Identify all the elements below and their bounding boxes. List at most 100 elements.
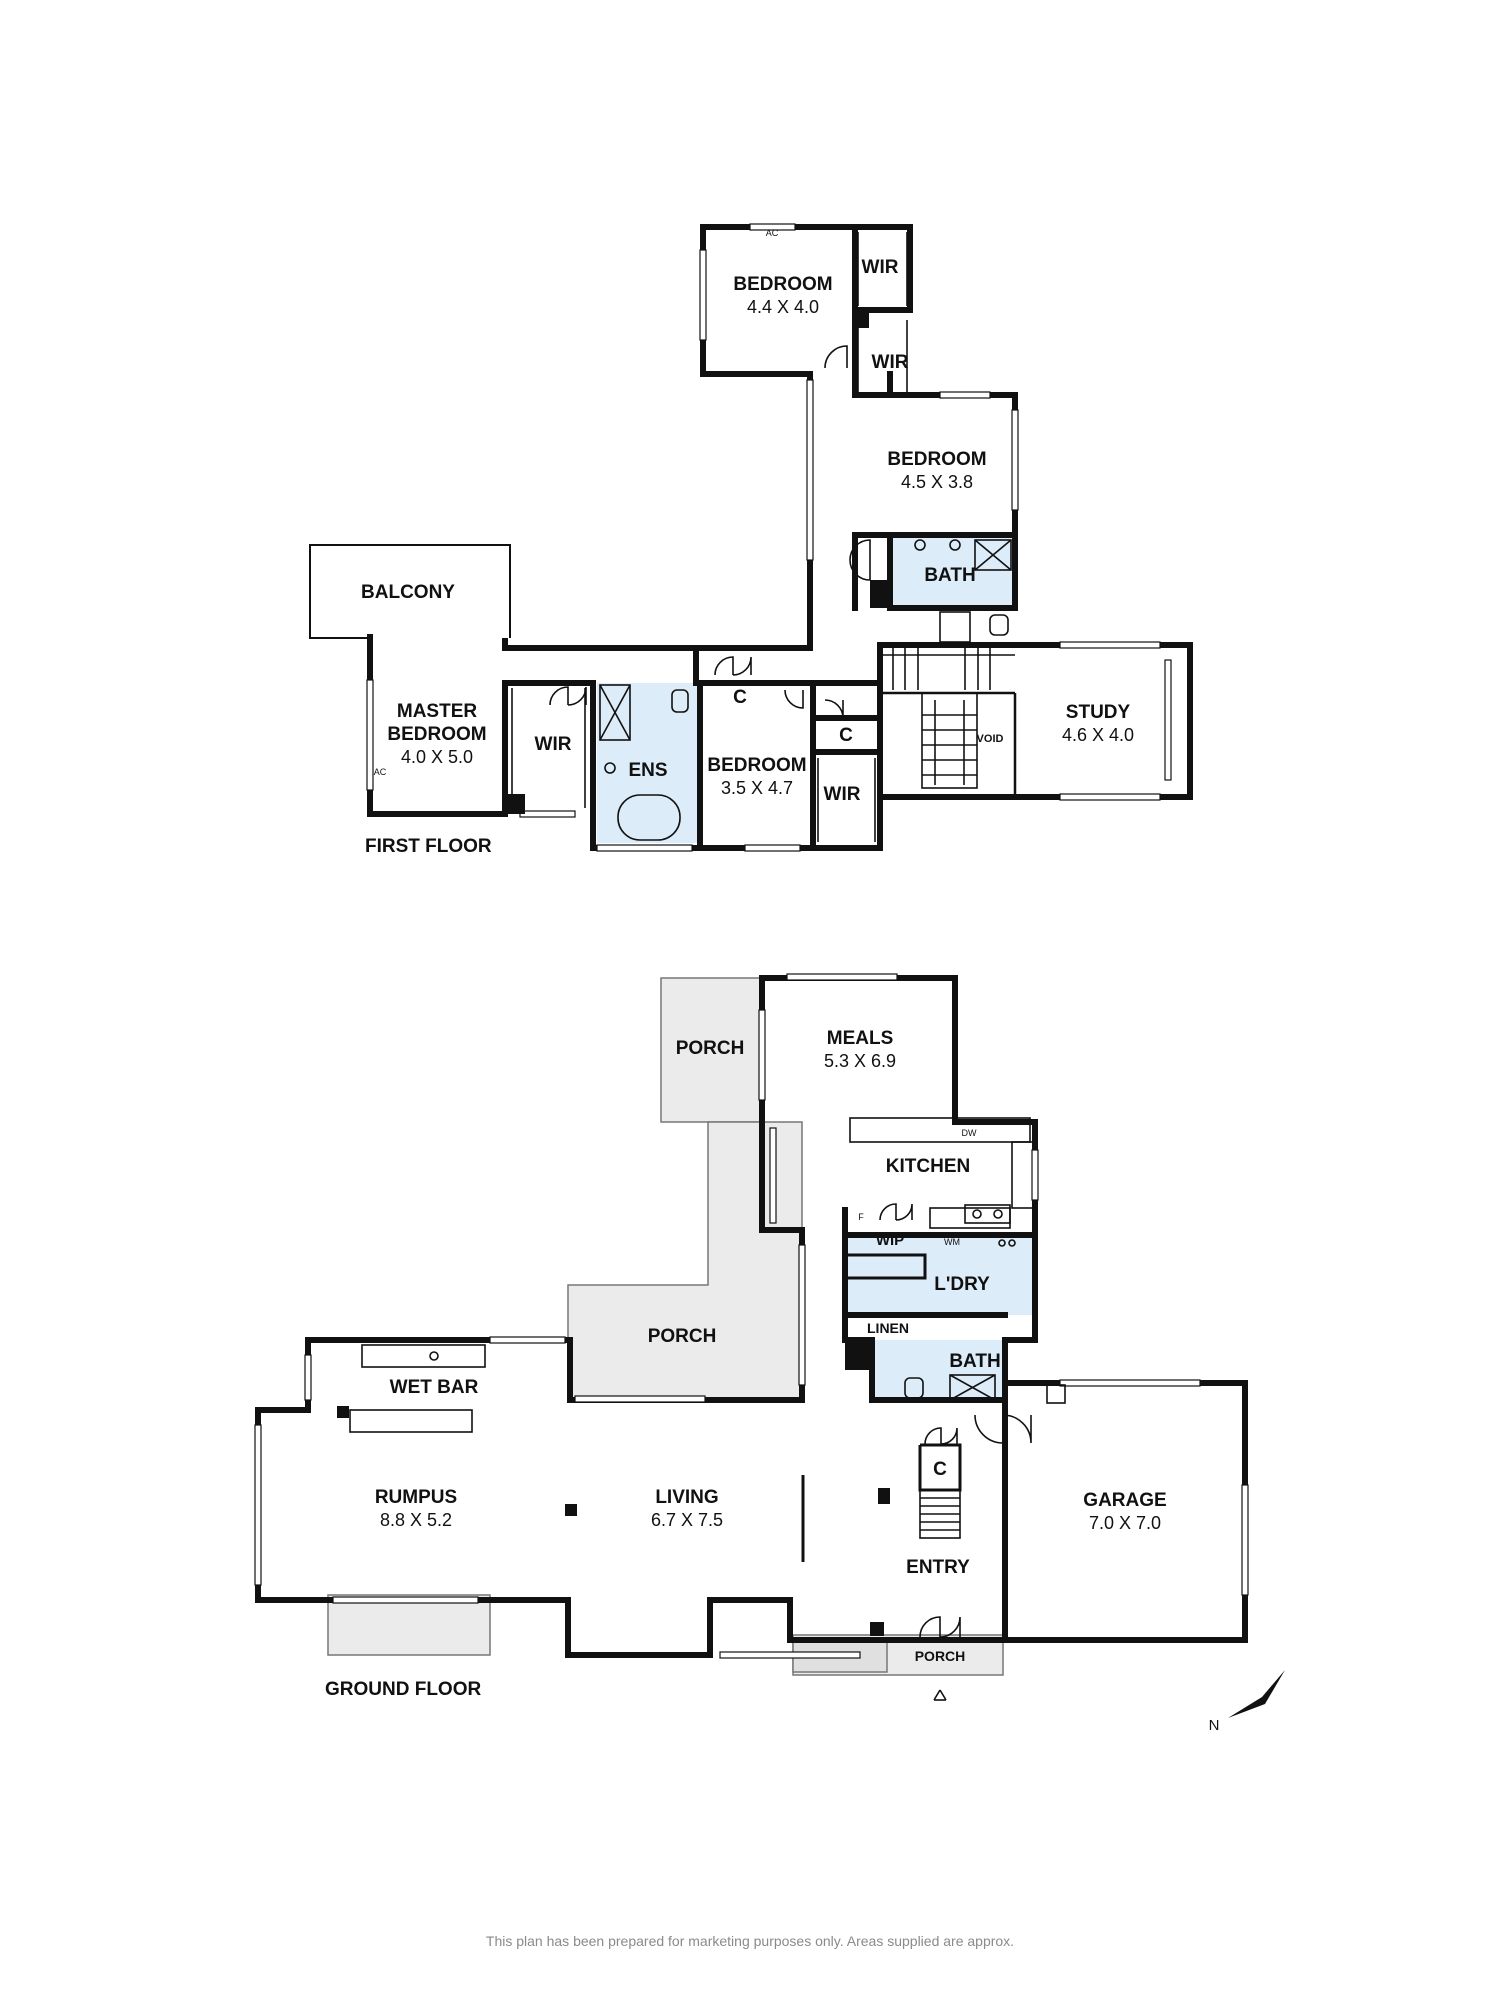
column [857, 310, 869, 328]
first-floor-title: FIRST FLOOR [365, 836, 492, 857]
bath-label: BATH [924, 565, 975, 586]
porch-area [327, 1594, 491, 1656]
wir-label: WIR [535, 734, 572, 755]
window [1059, 641, 1161, 649]
kitchen-label: KITCHEN [886, 1156, 970, 1177]
ground-floor-stairs [919, 1489, 961, 1539]
window [786, 973, 898, 981]
walls-meals [759, 975, 1038, 1223]
window [1241, 1484, 1249, 1596]
living-size: 6.7 X 7.5 [651, 1510, 723, 1530]
column [505, 794, 525, 814]
window [1059, 1379, 1201, 1387]
walls-master [367, 634, 816, 851]
column [845, 1340, 872, 1370]
window [1059, 793, 1161, 801]
ac-label: AC [766, 228, 779, 238]
walls-kitchen-east [1000, 1217, 1248, 1643]
bath-label: BATH [949, 1351, 1000, 1372]
window [798, 1244, 806, 1386]
meals-size: 5.3 X 6.9 [824, 1051, 896, 1071]
wardrobe-lines [511, 232, 908, 842]
window [1011, 409, 1019, 511]
window [744, 844, 801, 852]
wir-label: WIR [872, 352, 909, 373]
porch-label: PORCH [676, 1038, 745, 1059]
bedroom-1-name: BEDROOM [733, 274, 832, 295]
window [769, 1127, 777, 1224]
first-floor-stairs [880, 648, 1015, 789]
garage-size: 7.0 X 7.0 [1089, 1513, 1161, 1533]
meals-name: MEALS [827, 1028, 894, 1049]
compass: N [1209, 1670, 1285, 1734]
kitchen-bench [849, 1117, 1031, 1143]
study-size: 4.6 X 4.0 [1062, 725, 1134, 745]
window [749, 223, 796, 231]
wet-bar-bench [361, 1344, 486, 1368]
bedroom-3-name: BEDROOM [707, 755, 806, 776]
compass-label: N [1209, 1717, 1220, 1734]
balcony-label: BALCONY [361, 582, 455, 603]
void-label: VOID [977, 733, 1004, 745]
bath-wet-area [872, 1340, 1007, 1400]
door-swings [549, 345, 871, 719]
bedroom-2-name: BEDROOM [887, 449, 986, 470]
ensuite-fixtures [599, 539, 1012, 841]
column [565, 1504, 577, 1516]
window [489, 1336, 566, 1344]
cupboard-label: C [933, 1459, 947, 1480]
bedroom-1-size: 4.4 X 4.0 [747, 297, 819, 317]
master-size: 4.0 X 5.0 [401, 747, 473, 767]
walls-wip-box [845, 1253, 927, 1280]
wir-label: WIR [824, 784, 861, 805]
first-floor: BEDROOM 4.4 X 4.0 AC WIR WIR BEDROOM 4.5… [309, 223, 1193, 857]
window [806, 379, 814, 561]
porch-label: PORCH [648, 1326, 717, 1347]
window [332, 1596, 479, 1604]
bedroom-2-size: 4.5 X 3.8 [901, 472, 973, 492]
window [366, 679, 374, 791]
living-name: LIVING [655, 1487, 718, 1508]
cupboard-label: C [733, 687, 747, 708]
kitchen-bench [1011, 1141, 1035, 1209]
master-name-1: MASTER [397, 701, 478, 722]
window [699, 249, 707, 341]
rumpus-name: RUMPUS [375, 1487, 457, 1508]
entry-label: ENTRY [906, 1557, 970, 1578]
column [870, 1622, 884, 1636]
column [870, 580, 888, 608]
wip-label: WIP [876, 1232, 904, 1249]
walls-corridor-upper [693, 638, 813, 651]
window [758, 1009, 766, 1101]
bedroom-3-size: 3.5 X 4.7 [721, 778, 793, 798]
disclaimer: This plan has been prepared for marketin… [485, 1933, 1015, 1949]
window [1164, 659, 1172, 781]
f-label: F [858, 1212, 864, 1222]
master-name-2: BEDROOM [387, 724, 486, 745]
window [519, 810, 576, 818]
walls-bath [887, 532, 1018, 611]
window [719, 1651, 861, 1659]
garage-name: GARAGE [1083, 1490, 1166, 1511]
door-swings [879, 1203, 1032, 1638]
ac-label: AC [374, 767, 387, 777]
ground-floor-title: GROUND FLOOR [325, 1679, 481, 1700]
wet-bar-island [349, 1409, 473, 1433]
window [596, 844, 693, 852]
window [1031, 1149, 1039, 1201]
ens-label: ENS [628, 760, 667, 781]
column [337, 1406, 349, 1418]
laundry-wet-area [845, 1235, 1035, 1315]
porch-label: PORCH [915, 1648, 966, 1664]
window [304, 1354, 312, 1401]
balcony-outline [309, 544, 511, 639]
laundry-label: L'DRY [934, 1274, 990, 1295]
north-arrow-icon [1228, 1670, 1285, 1718]
dw-label: DW [962, 1128, 977, 1138]
cupboard-label: C [839, 725, 853, 746]
column [878, 1488, 890, 1504]
walls-mid-corridor [502, 638, 699, 686]
linen-label: LINEN [867, 1320, 909, 1336]
rumpus-size: 8.8 X 5.2 [380, 1510, 452, 1530]
